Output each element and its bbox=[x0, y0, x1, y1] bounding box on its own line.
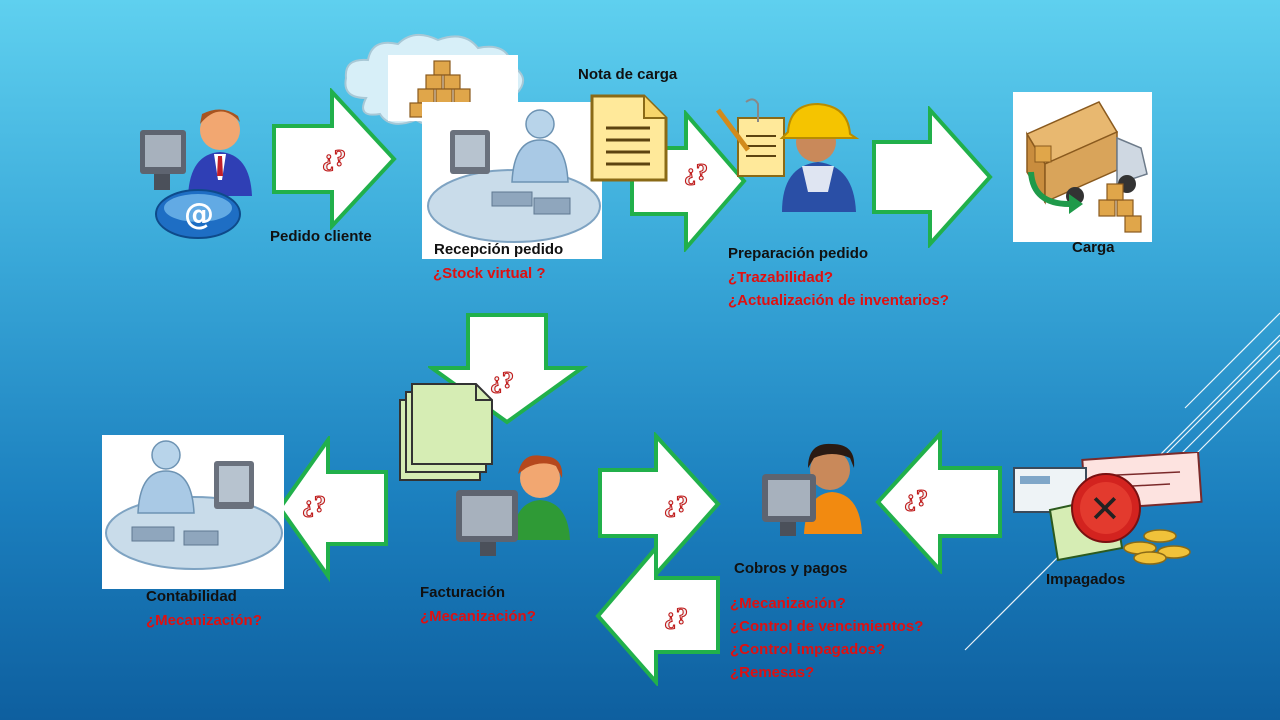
question-control-impagados: ¿Control impagados? bbox=[730, 641, 885, 658]
truck-panel bbox=[1013, 92, 1152, 242]
arrow-question-mark: ¿? bbox=[904, 486, 928, 512]
arrow-question-mark: ¿? bbox=[664, 492, 688, 518]
arrow-question-mark: ¿? bbox=[684, 160, 708, 186]
question-stock-virtual: ¿Stock virtual ? bbox=[433, 265, 546, 282]
question-cobros-mecanizacion: ¿Mecanización? bbox=[730, 595, 846, 612]
payments-worker-icon bbox=[762, 443, 862, 536]
arrow-right-4: ¿? bbox=[598, 432, 721, 580]
arrow-right-2: ¿? bbox=[630, 110, 747, 252]
email-at-symbol: @ bbox=[184, 197, 214, 232]
question-remesas: ¿Remesas? bbox=[730, 664, 815, 681]
arrow-question-mark: ¿? bbox=[664, 604, 688, 630]
label-impagados: Impagados bbox=[1046, 571, 1126, 588]
accounting-worker-icon bbox=[105, 440, 283, 570]
question-control-vencimientos: ¿Control de vencimientos? bbox=[730, 618, 924, 635]
unpaid-cheques-icon: ✕ bbox=[1013, 452, 1203, 565]
truck-icon bbox=[1025, 101, 1148, 233]
label-nota-carga: Nota de carga bbox=[578, 66, 678, 83]
question-contabilidad-mecanizacion: ¿Mecanización? bbox=[146, 612, 262, 629]
reception-panel bbox=[422, 102, 602, 259]
question-trazabilidad: ¿Trazabilidad? bbox=[728, 269, 834, 286]
label-contabilidad: Contabilidad bbox=[146, 588, 237, 605]
label-recepcion-pedido: Recepción pedido bbox=[434, 241, 564, 258]
arrow-down: ¿? bbox=[428, 313, 589, 425]
label-preparacion-pedido: Preparación pedido bbox=[728, 245, 869, 262]
arrow-question-mark: ¿? bbox=[302, 492, 326, 518]
label-carga: Carga bbox=[1072, 239, 1115, 256]
billing-worker-icon bbox=[456, 455, 570, 556]
document-note-icon bbox=[590, 94, 668, 182]
label-cobros-pagos: Cobros y pagos bbox=[734, 560, 848, 577]
warehouse-worker-icon bbox=[716, 98, 860, 212]
reception-worker-icon bbox=[427, 109, 601, 243]
cancel-x-icon: ✕ bbox=[1089, 487, 1121, 531]
arrow-left-2: ¿? bbox=[595, 544, 720, 686]
customer-email-icon: @ bbox=[140, 109, 252, 239]
label-pedido-cliente: Pedido cliente bbox=[270, 228, 372, 245]
question-inventarios: ¿Actualización de inventarios? bbox=[728, 292, 949, 309]
question-facturacion-mecanizacion: ¿Mecanización? bbox=[420, 608, 536, 625]
arrow-left-3: ¿? bbox=[875, 430, 1002, 574]
label-facturacion: Facturación bbox=[420, 584, 506, 601]
invoice-papers-icon bbox=[399, 383, 493, 481]
accounting-panel bbox=[102, 435, 284, 589]
arrow-left-1: ¿? bbox=[277, 436, 388, 582]
arrow-question-mark: ¿? bbox=[322, 146, 346, 172]
arrow-right-3 bbox=[872, 106, 993, 248]
arrow-question-mark: ¿? bbox=[490, 368, 514, 394]
arrow-right-1: ¿? bbox=[272, 88, 397, 230]
